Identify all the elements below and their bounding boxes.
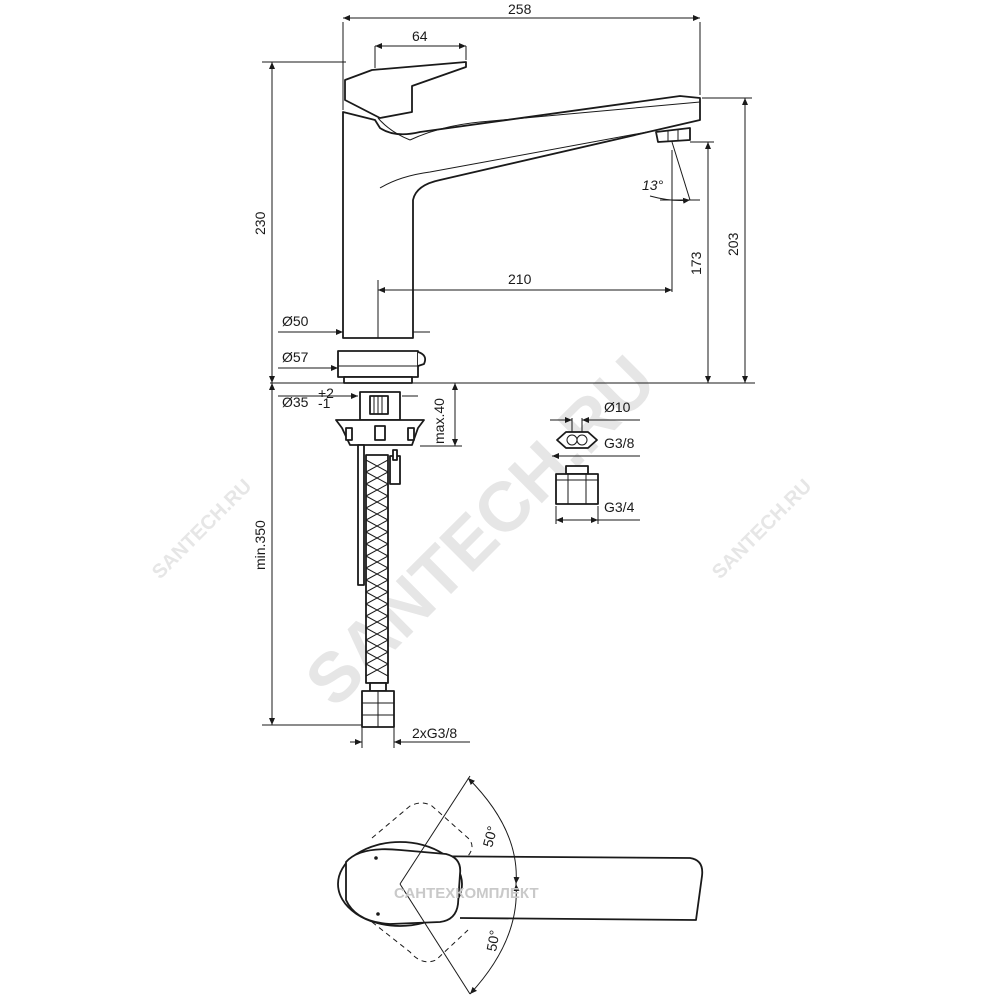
watermark-small-left: SANTECH.RU bbox=[148, 475, 256, 583]
faucet-side-view bbox=[270, 61, 755, 384]
dim-hole-tol-plus: +2 bbox=[318, 385, 334, 401]
braided-hose bbox=[361, 454, 395, 728]
watermark-small-right: SANTECH.RU bbox=[708, 475, 816, 583]
dim-spout-height: 203 bbox=[725, 232, 741, 256]
dim-adapter-diameter: Ø10 bbox=[604, 399, 631, 415]
adapter-detail bbox=[555, 431, 599, 505]
dim-base-diameter: Ø57 bbox=[282, 349, 309, 365]
swivel-angle-top-label: 50° bbox=[479, 824, 500, 849]
dim-hose-length: min.350 bbox=[252, 520, 268, 570]
lever-handle bbox=[344, 61, 467, 119]
watermark-group: SANTECH.RU SANTECH.RU SANTECH.RU bbox=[148, 341, 816, 721]
dim-deck-thickness: max.40 bbox=[431, 398, 447, 444]
dim-reach: 210 bbox=[508, 271, 532, 287]
dim-adapter-thread-large: G3/4 bbox=[604, 499, 635, 515]
dim-lever-length: 64 bbox=[412, 28, 428, 44]
aerator bbox=[655, 127, 691, 143]
watermark-brand: САНТЕХКОМПЛЕКТ bbox=[394, 885, 539, 902]
watermark-main: SANTECH.RU bbox=[290, 341, 670, 721]
dim-outlet-angle: 13° bbox=[642, 177, 664, 193]
dimension-labels: 258 64 230 203 173 210 13° Ø50 Ø57 Ø35 +… bbox=[252, 1, 741, 741]
dim-total-length: 258 bbox=[508, 1, 532, 17]
base-ring bbox=[337, 350, 419, 378]
dim-hole-tol-minus: -1 bbox=[318, 395, 331, 411]
dim-hole-diameter: Ø35 bbox=[282, 394, 309, 410]
dim-adapter-thread-small: G3/8 bbox=[604, 435, 635, 451]
dim-total-height: 230 bbox=[252, 211, 268, 235]
mounting-hardware bbox=[335, 391, 425, 586]
faucet-top-view: 50° 50° САНТЕХКОМПЛЕКТ bbox=[337, 775, 704, 995]
dim-outlet-height: 173 bbox=[688, 251, 704, 275]
dimension-lines bbox=[262, 15, 752, 748]
faucet-body bbox=[342, 95, 701, 339]
dim-hose-connections: 2xG3/8 bbox=[412, 725, 457, 741]
swivel-angle-bottom-label: 50° bbox=[483, 929, 502, 953]
dim-body-diameter: Ø50 bbox=[282, 313, 309, 329]
